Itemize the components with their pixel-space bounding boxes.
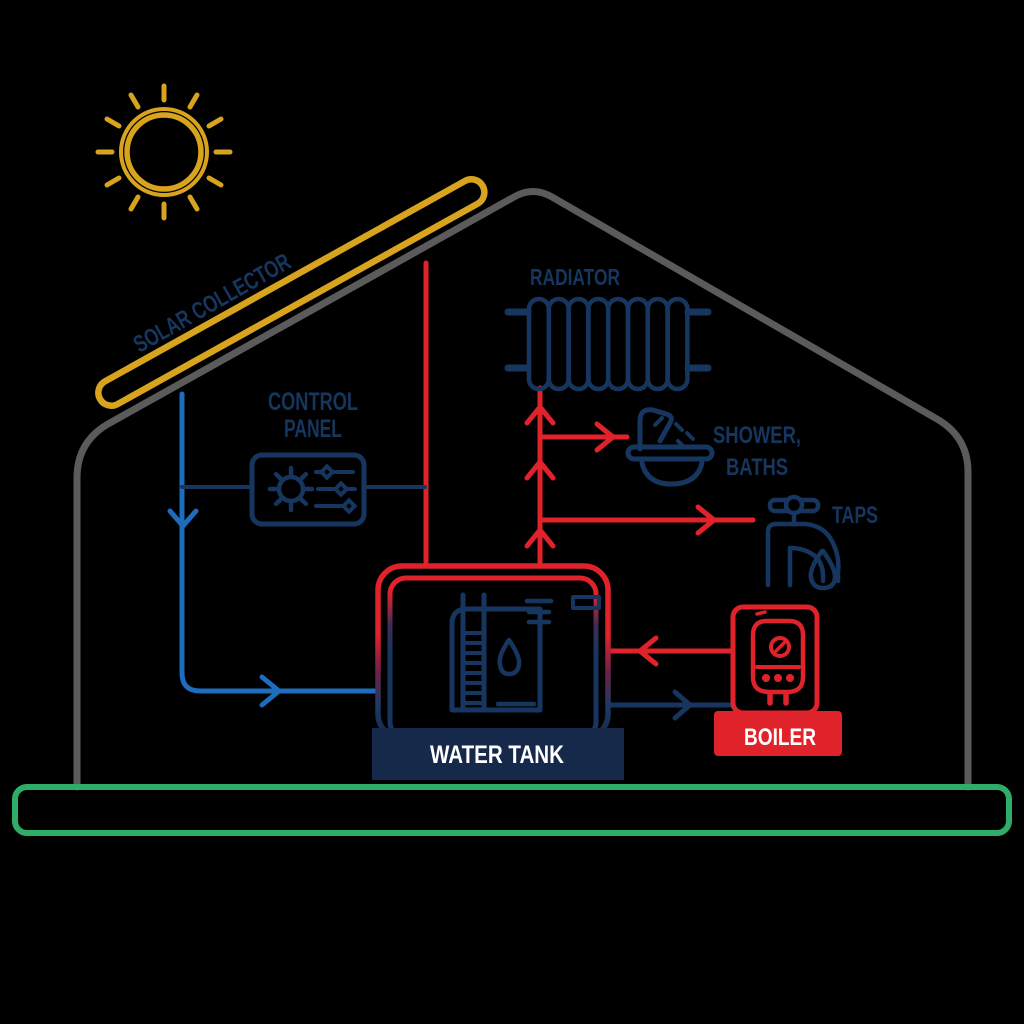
tap-drop xyxy=(808,548,838,591)
radiator-lobe xyxy=(605,296,631,392)
heater-dot xyxy=(762,674,770,682)
control-panel-box xyxy=(249,452,367,527)
hot-arrow-to-taps xyxy=(695,504,717,536)
shower-icon xyxy=(625,407,715,487)
control-panel-label-line1: CONTROL xyxy=(268,388,358,416)
hot-distribution-pipe xyxy=(524,385,756,569)
cold-pipe-arrow-down xyxy=(167,508,199,529)
control-panel xyxy=(249,452,367,527)
hot-arrow-up xyxy=(524,404,556,426)
sun-ray xyxy=(128,92,141,110)
sun-ray xyxy=(206,116,224,129)
tap-body xyxy=(765,521,841,588)
boiler-label-bar xyxy=(714,711,842,756)
tank-badge xyxy=(571,595,601,610)
shower-head-tick xyxy=(653,416,664,427)
water-tank: WATER TANK xyxy=(372,563,624,780)
tank-cylinder xyxy=(449,606,543,713)
boiler-cold-feed-pipe xyxy=(605,689,735,721)
sliders-icon xyxy=(314,463,358,515)
water-tank-inner-shell xyxy=(387,575,599,741)
hot-arrow-up xyxy=(524,527,556,549)
sun-ray xyxy=(104,116,122,129)
radiator-lobe xyxy=(625,296,651,392)
radiator-lobe xyxy=(665,296,690,392)
shower-head xyxy=(637,407,674,452)
boiler-label: BOILER xyxy=(744,724,816,751)
cold-pipe-arrow-right xyxy=(259,674,282,708)
sun-icon xyxy=(95,83,233,221)
sun-core xyxy=(124,112,204,192)
boiler-hot-return-pipe xyxy=(605,635,735,667)
tank-vent-lines xyxy=(524,598,554,625)
radiator-lobe xyxy=(566,296,591,392)
sun-ray xyxy=(187,92,200,110)
sun-ray xyxy=(206,175,224,188)
gear-icon xyxy=(267,465,315,513)
boiler: BOILER xyxy=(714,604,842,756)
heater-gauge xyxy=(769,636,791,658)
water-tank-icon xyxy=(449,592,601,713)
house-outline xyxy=(73,188,972,791)
water-tank-label: WATER TANK xyxy=(430,741,564,769)
hot-arrow-to-tank xyxy=(637,635,659,667)
ladder-icon xyxy=(460,592,487,713)
bath-bowl xyxy=(639,460,705,487)
heater-gauge-needle xyxy=(774,641,786,653)
tap-handle-hub xyxy=(783,494,805,516)
heater-body xyxy=(750,618,806,695)
bath-rim xyxy=(625,444,715,462)
heater-dot xyxy=(774,674,782,682)
solar-collector-label: SOLAR COLLECTOR xyxy=(129,248,295,358)
shower-label-line1: SHOWER, xyxy=(713,422,801,449)
sun-ray xyxy=(187,194,200,212)
ground-line xyxy=(12,784,1012,836)
heater-dot xyxy=(786,674,794,682)
boiler-icon xyxy=(750,610,806,706)
sun-ring xyxy=(119,107,209,197)
control-panel-label-line2: PANEL xyxy=(284,415,342,443)
radiator-lobe xyxy=(645,296,670,392)
radiator-lobe xyxy=(526,296,552,392)
hot-arrow-to-shower xyxy=(594,421,616,453)
sun-ray xyxy=(104,175,122,188)
taps-label: TAPS xyxy=(832,502,878,529)
cold-pipe xyxy=(167,391,380,708)
solar-collector-panel xyxy=(95,176,488,409)
shower-spray xyxy=(685,431,695,441)
water-tank-label-bar xyxy=(372,728,624,780)
radiator-icon xyxy=(504,296,712,392)
sun-ray xyxy=(128,194,141,212)
shower-label-line2: BATHS xyxy=(726,454,788,481)
radiator-lobe xyxy=(546,296,571,392)
shower-spray xyxy=(674,422,684,432)
hot-arrow-up xyxy=(524,459,556,481)
radiator-label: RADIATOR xyxy=(530,264,620,290)
tap-icon xyxy=(765,494,841,591)
cold-arrow-to-boiler xyxy=(672,689,693,721)
radiator-lobe xyxy=(586,296,611,392)
heater-top-tick xyxy=(755,610,767,616)
water-drop-icon xyxy=(497,637,522,677)
